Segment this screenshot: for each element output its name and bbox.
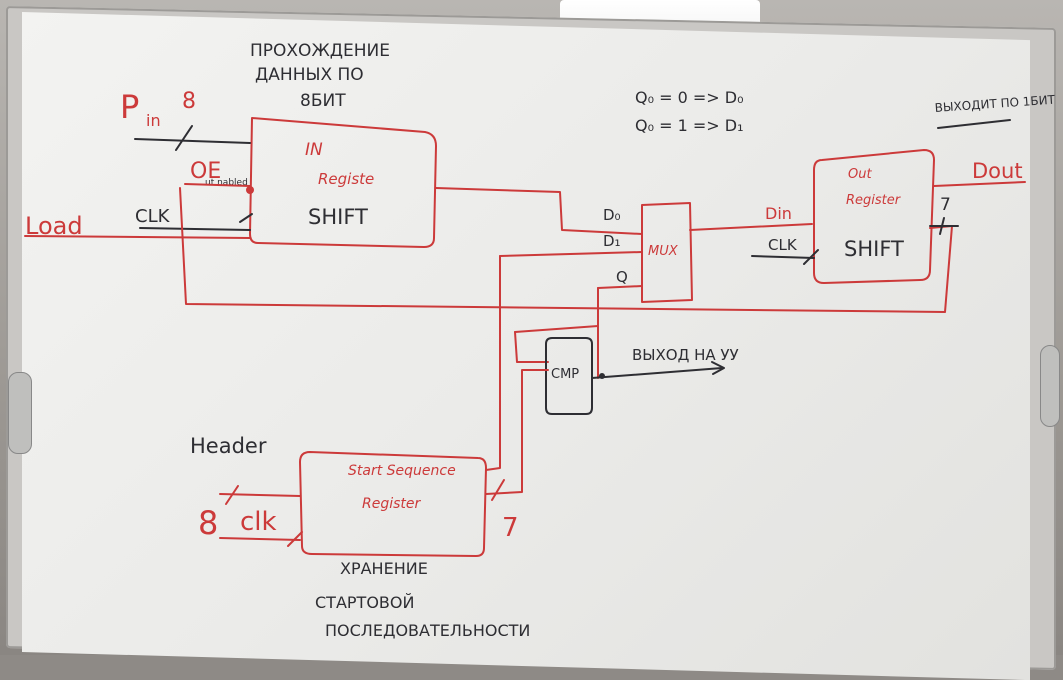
in-register-box — [249, 117, 437, 248]
start-out-slash — [491, 479, 505, 501]
pin-width: 8 — [182, 89, 196, 114]
cmp-box — [545, 337, 593, 415]
start-register-box — [299, 451, 487, 557]
in-clk-tick — [239, 213, 253, 223]
mux-q-wire — [597, 285, 643, 289]
pin-wire — [134, 138, 251, 144]
start-in-width: 8 — [198, 504, 218, 542]
out-register-line-2: Register — [846, 193, 902, 208]
out-note: ВЫХОДИТ ПО 1БИТ — [934, 93, 1056, 115]
header-label: Header — [190, 434, 267, 458]
storage-line-2: СТАРТОВОЙ — [315, 593, 414, 612]
cmp-output-wire — [591, 367, 723, 379]
out-clk-wire — [751, 255, 815, 259]
storage-line-1: ХРАНЕНИЕ — [340, 559, 428, 578]
storage-line-3: ПОСЛЕДОВАТЕЛЬНОСТИ — [325, 621, 530, 640]
oe-label: OE — [190, 159, 221, 184]
in-register-line-3: SHIFT — [308, 205, 368, 229]
start-register-line-2: Register — [362, 496, 422, 512]
cmp-output-label: ВЫХОД НА УУ — [632, 346, 739, 364]
pin-label: P — [120, 88, 139, 126]
cmp-output-dot — [599, 373, 605, 379]
out-register-line-3: SHIFT — [844, 237, 904, 261]
title-line-2: ДАННЫХ ПО — [255, 65, 364, 85]
out-clk-tick — [803, 249, 819, 265]
circuit-diagram: ПРОХОЖДЕНИЕ ДАННЫХ ПО 8БИТ Q₀ = 0 => D₀ … — [24, 41, 1056, 640]
title-line-3: 8БИТ — [300, 91, 346, 111]
mux-to-out-wire — [689, 223, 813, 231]
feedback-wire — [179, 187, 953, 313]
in-register-line-1: IN — [305, 140, 323, 160]
dout-label: Dout — [972, 159, 1023, 183]
in-clk-label: CLK — [135, 206, 171, 227]
board-clip-right — [1040, 345, 1060, 427]
start-out-width: 7 — [502, 513, 519, 543]
start-data-slash — [225, 485, 239, 505]
mux-rule-line-2: Q₀ = 1 => D₁ — [635, 116, 743, 135]
start-clk-tick — [287, 531, 303, 547]
in-register-line-2: Registe — [318, 170, 374, 188]
start-to-cmp-wire — [485, 369, 549, 495]
load-wire — [24, 235, 251, 239]
cmp-label: CMP — [551, 367, 579, 382]
in-to-mux-wire — [435, 187, 643, 235]
out-clk-label: CLK — [768, 236, 798, 254]
cmp-output-arrow — [711, 361, 725, 375]
start-clk-wire — [219, 537, 301, 541]
mux-rule-line-1: Q₀ = 0 => D₀ — [635, 88, 743, 107]
out-note-underline — [937, 119, 1011, 129]
start-to-mux-wire — [485, 255, 501, 471]
start-register-line-1: Start Sequence — [348, 463, 456, 479]
out-register-box — [813, 149, 935, 284]
clk-wire — [139, 227, 251, 231]
oe-junction-dot — [246, 186, 254, 194]
out-din-label: Din — [765, 204, 792, 223]
oe-sub: ut nabled — [205, 178, 248, 188]
title-line-1: ПРОХОЖДЕНИЕ — [250, 41, 390, 61]
cmp-in-a-wire — [514, 331, 549, 363]
mux-label: MUX — [648, 244, 679, 259]
out-width-slash — [939, 217, 945, 235]
cmp-top-wire — [514, 325, 599, 333]
mux-in-q: Q — [616, 268, 628, 286]
board-clip-left — [8, 372, 32, 454]
start-clk-label: clk — [240, 507, 277, 537]
out-width: 7 — [940, 195, 951, 215]
oe-wire — [184, 183, 251, 187]
mux-in-d0: D₀ — [603, 206, 621, 224]
mux-box — [641, 202, 693, 303]
dout-wire — [933, 181, 1026, 187]
pin-bus-slash — [175, 125, 193, 151]
mux-in-d1: D₁ — [603, 232, 621, 250]
mux-d1-wire — [499, 251, 643, 257]
out-register-line-1: Out — [848, 167, 872, 182]
pin-sub: in — [146, 111, 161, 130]
